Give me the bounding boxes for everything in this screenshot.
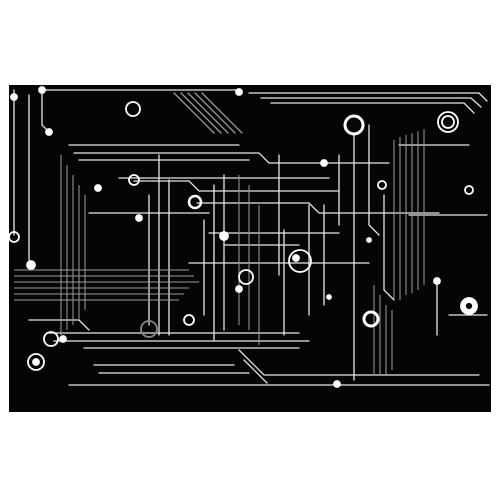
ring-node: [362, 310, 380, 328]
dot-node: [38, 86, 46, 94]
ring-node: [140, 320, 158, 338]
circuit-traces: [9, 86, 490, 388]
ring-node: [125, 101, 141, 117]
dot-node: [59, 335, 67, 343]
ring-node: [377, 180, 387, 190]
nodes: [9, 86, 478, 388]
ring-node: [128, 174, 140, 186]
ring-node: [32, 358, 40, 366]
main-traces: [13, 89, 490, 386]
circuit-board-artwork: [9, 85, 491, 412]
ring-node: [27, 353, 45, 371]
ring-node: [288, 249, 312, 273]
ring-node: [441, 115, 455, 129]
dot-node: [219, 231, 229, 241]
dot-node: [94, 184, 102, 192]
dot-node: [433, 277, 441, 285]
dot-node: [333, 380, 341, 388]
ring-node: [343, 114, 365, 136]
ring-node: [437, 111, 459, 133]
dot-node: [26, 260, 36, 270]
dim-bundles: [14, 129, 425, 375]
dot-node: [235, 88, 243, 96]
ring-node: [9, 231, 20, 243]
dot-node: [235, 285, 243, 293]
dot-node: [45, 128, 53, 136]
dot-node: [326, 294, 332, 300]
dot-node: [135, 214, 143, 222]
ring-node: [43, 331, 59, 347]
ring-node: [464, 301, 474, 311]
dot-node: [292, 254, 300, 262]
ring-node: [238, 269, 254, 285]
ring-node: [187, 194, 203, 210]
dot-node: [320, 159, 328, 167]
dot-node: [366, 237, 372, 243]
ring-node: [464, 185, 474, 195]
dot-node: [10, 93, 18, 101]
ring-node: [183, 314, 195, 326]
